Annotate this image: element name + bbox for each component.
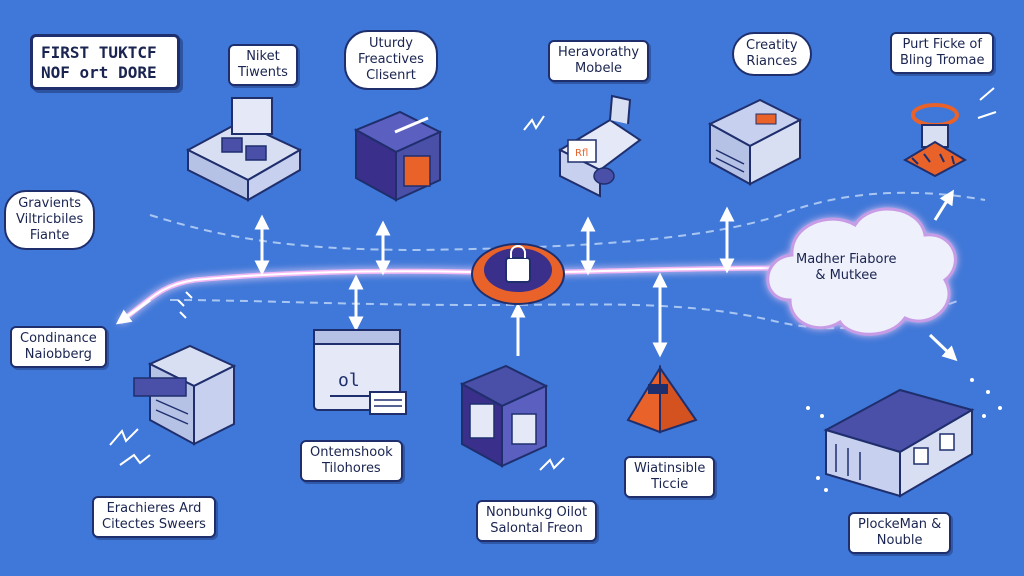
label-line: Ontemshook (310, 445, 393, 460)
label-gravients: Gravients Viltricbiles Fiante (4, 190, 96, 250)
label-line: Nouble (876, 533, 923, 548)
label-line: Purt Ficke of (902, 37, 982, 52)
label-line: Clisenrt (366, 68, 416, 83)
warehouse-icon (823, 388, 975, 498)
hub-node[interactable] (471, 243, 565, 305)
label-erachieres: Erachieres Ard Citectes Sweers (92, 496, 216, 538)
label-uturdy-freactives: Uturdy Freactives Clisenrt (344, 30, 438, 90)
label-wiatinsible: Wiatinsible Ticcie (624, 456, 716, 498)
cabinet-icon (133, 344, 237, 446)
hub-bag-icon (505, 245, 531, 283)
label-ontemshook: Ontemshook Tilohores (300, 440, 403, 482)
label-line: Creatity (746, 38, 798, 53)
label-nonbunkg: Nonbunkg Oilot Salontal Freon (476, 500, 598, 542)
drone-device-icon (902, 103, 968, 178)
server-rack-icon (185, 97, 303, 202)
label-line: Mobele (575, 61, 623, 76)
label-line: Riances (746, 54, 798, 69)
label-line: Viltricbiles (16, 212, 84, 227)
monitor-panel-icon: ol (313, 329, 407, 415)
hub-badge-text: Rfl (575, 148, 588, 159)
label-madher-fiabore: Madher Fiabore & Mutkee (796, 252, 897, 284)
label-plockeman: PlockeMan & Nouble (848, 512, 952, 554)
supply-box-icon (353, 110, 443, 202)
label-line: Nonbunkg Oilot (486, 505, 588, 520)
label-line: Fiante (29, 228, 70, 243)
label-line: Niket (246, 49, 280, 64)
label-line: Salontal Freon (490, 521, 583, 536)
label-niket-tiwents: Niket Tiwents (228, 44, 298, 86)
label-line: Condinance (20, 331, 97, 346)
connector-arrows (115, 189, 958, 362)
cloud-shape (766, 207, 957, 336)
label-line: Citectes Sweers (102, 517, 206, 532)
label-line: Gravients (18, 196, 82, 211)
package-box-icon (459, 364, 549, 468)
main-flow-line (118, 265, 791, 325)
label-line: Uturdy (368, 36, 413, 51)
label-line: Freactives (358, 52, 424, 67)
label-heravorathy-mobele: Heravorathy Mobele (548, 40, 650, 82)
label-line: Tiwents (238, 65, 288, 80)
label-line: Ticcie (651, 477, 689, 492)
label-condinance: Condinance Naiobberg (10, 326, 107, 368)
label-line: Madher Fiabore (796, 252, 897, 267)
label-creatity-riances: Creatity Riances (732, 32, 812, 76)
robot-arm-icon: Rfl (557, 94, 642, 198)
label-line: PlockeMan & (858, 517, 942, 532)
label-purt-ficke: Purt Ficke of Bling Tromae (890, 32, 995, 74)
label-line: Bling Tromae (900, 53, 985, 68)
label-line: Heravorathy (558, 45, 640, 60)
decorative-squiggles (109, 87, 997, 471)
label-line: Erachieres Ard (106, 501, 202, 516)
sparkle-dots (806, 378, 1002, 492)
label-line: & Mutkee (815, 268, 878, 283)
factory-machine-icon (707, 98, 803, 186)
label-line: Naiobberg (24, 347, 92, 362)
svg-text:ol: ol (338, 370, 360, 391)
pyramid-icon (626, 364, 698, 434)
label-line: Wiatinsible (634, 461, 706, 476)
title-line-2: NOF ort DORE (41, 63, 157, 82)
label-line: Tilohores (321, 461, 381, 476)
diagram-title: FIRST TUKTCF NOF ort DORE (30, 34, 180, 90)
title-line-1: FIRST TUKTCF (41, 43, 157, 62)
